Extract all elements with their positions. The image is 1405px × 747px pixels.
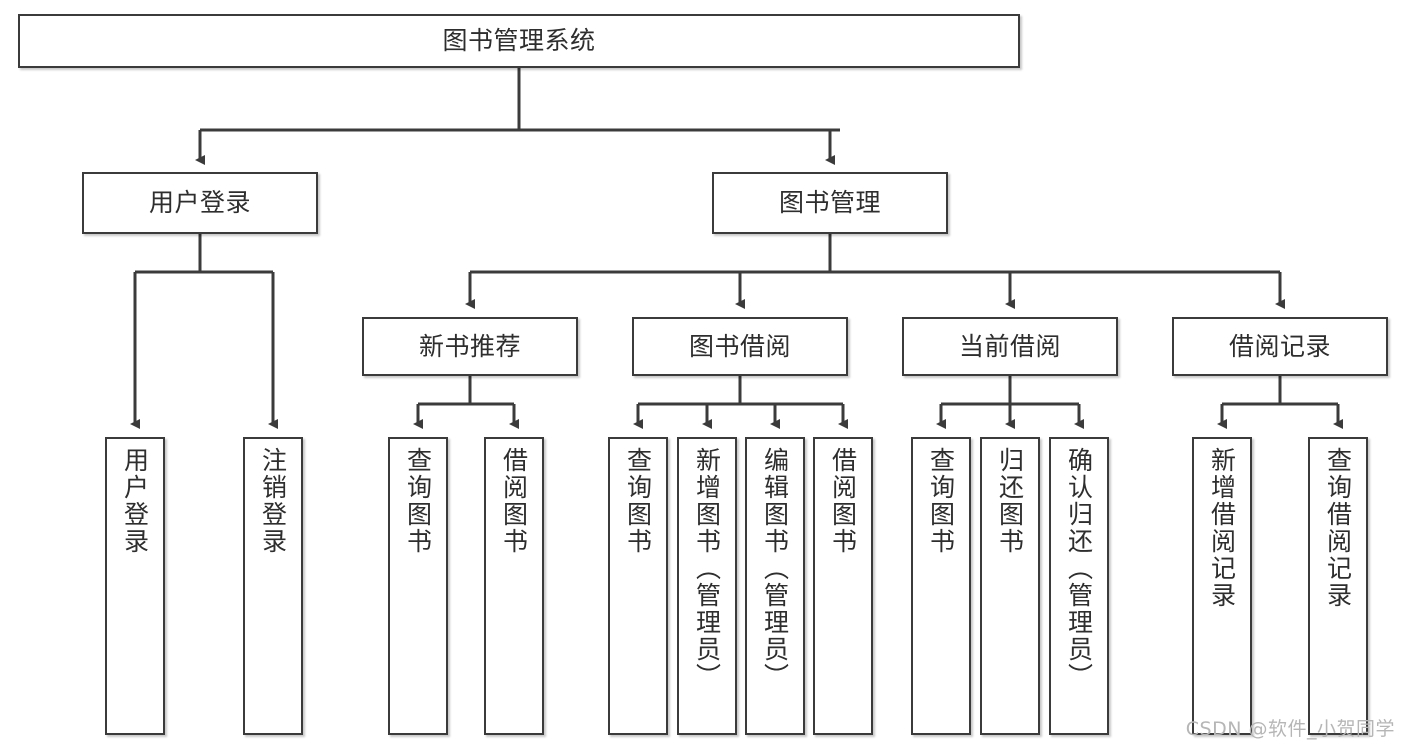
node-book-management[interactable]: 图书管理: [712, 172, 948, 234]
leaf-logout-label: 注销登录: [258, 447, 288, 555]
node-user-login-label: 用户登录: [148, 188, 251, 217]
leaf-current-confirm-return[interactable]: 确认归还（管理员）: [1049, 437, 1109, 735]
leaf-borrow-add-book-label: 新增图书（管理员）: [692, 447, 722, 690]
leaf-current-query-label: 查询图书: [926, 447, 956, 555]
leaf-new-book-query[interactable]: 查询图书: [388, 437, 448, 735]
node-current-borrow-label: 当前借阅: [958, 331, 1061, 361]
leaf-borrow-edit-book-label: 编辑图书（管理员）: [760, 447, 790, 690]
leaf-record-add[interactable]: 新增借阅记录: [1192, 437, 1252, 735]
node-current-borrow[interactable]: 当前借阅: [902, 317, 1118, 376]
leaf-new-book-borrow[interactable]: 借阅图书: [484, 437, 544, 735]
leaf-logout[interactable]: 注销登录: [243, 437, 303, 735]
node-user-login[interactable]: 用户登录: [82, 172, 318, 234]
leaf-current-return[interactable]: 归还图书: [980, 437, 1040, 735]
leaf-borrow-book[interactable]: 借阅图书: [813, 437, 873, 735]
node-new-book-recommend-label: 新书推荐: [418, 331, 521, 361]
watermark-text: CSDN @软件_小贺同学: [1185, 718, 1395, 740]
node-root-label: 图书管理系统: [442, 26, 596, 55]
leaf-borrow-book-label: 借阅图书: [828, 447, 858, 555]
node-root[interactable]: 图书管理系统: [18, 14, 1020, 68]
leaf-user-login-label: 用户登录: [120, 447, 150, 555]
leaf-current-return-label: 归还图书: [995, 447, 1025, 555]
node-borrow-records-label: 借阅记录: [1228, 331, 1331, 361]
leaf-current-query[interactable]: 查询图书: [911, 437, 971, 735]
leaf-borrow-query[interactable]: 查询图书: [608, 437, 668, 735]
leaf-new-book-borrow-label: 借阅图书: [499, 447, 529, 555]
node-new-book-recommend[interactable]: 新书推荐: [362, 317, 578, 376]
node-book-borrow[interactable]: 图书借阅: [632, 317, 848, 376]
node-borrow-records[interactable]: 借阅记录: [1172, 317, 1388, 376]
leaf-borrow-edit-book[interactable]: 编辑图书（管理员）: [745, 437, 805, 735]
leaf-record-add-label: 新增借阅记录: [1207, 447, 1237, 609]
leaf-user-login[interactable]: 用户登录: [105, 437, 165, 735]
node-book-management-label: 图书管理: [778, 188, 881, 217]
leaf-borrow-add-book[interactable]: 新增图书（管理员）: [677, 437, 737, 735]
leaf-new-book-query-label: 查询图书: [403, 447, 433, 555]
leaf-current-confirm-return-label: 确认归还（管理员）: [1064, 447, 1094, 690]
node-book-borrow-label: 图书借阅: [688, 331, 791, 361]
leaf-record-query[interactable]: 查询借阅记录: [1308, 437, 1368, 735]
leaf-record-query-label: 查询借阅记录: [1323, 447, 1353, 609]
leaf-borrow-query-label: 查询图书: [623, 447, 653, 555]
